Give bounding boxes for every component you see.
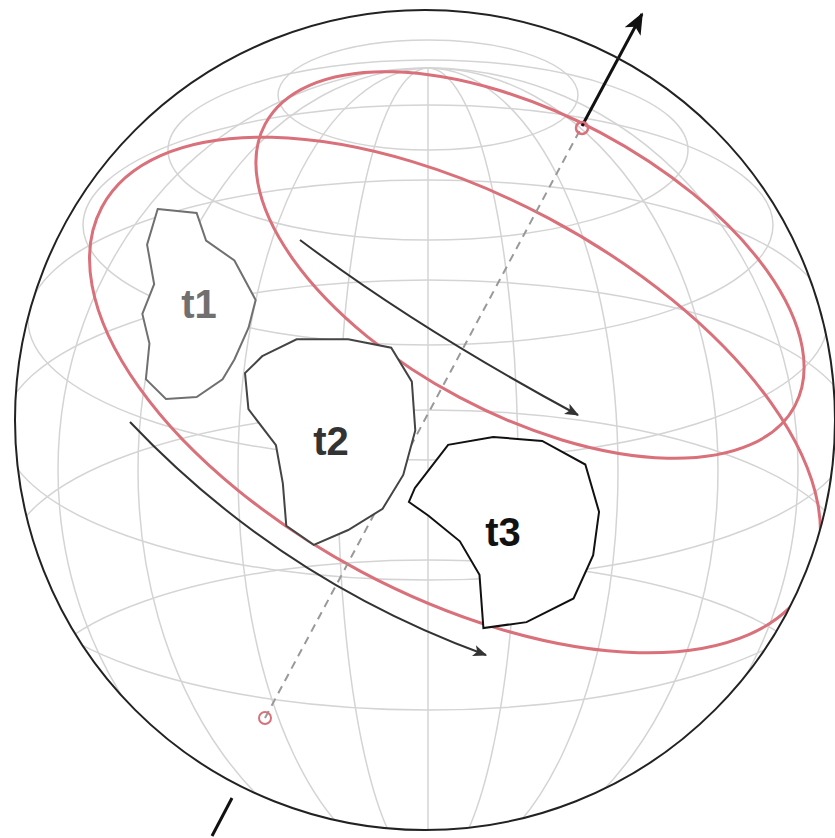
plate-outline: t1: [140, 205, 258, 403]
euler-pole: [576, 122, 588, 134]
plate-label: t2: [313, 421, 349, 461]
axis-arrow: [582, 14, 642, 126]
axis-stub: [212, 798, 232, 836]
plate-label: t3: [485, 512, 521, 552]
graticule: [3, 40, 835, 838]
plate-label: t1: [181, 284, 217, 324]
small-circles: [8, 0, 835, 759]
plate-outline: t3: [405, 433, 601, 630]
plate-outline: t2: [245, 335, 417, 547]
globe-outline: [15, 10, 835, 830]
antipole: [259, 712, 271, 724]
